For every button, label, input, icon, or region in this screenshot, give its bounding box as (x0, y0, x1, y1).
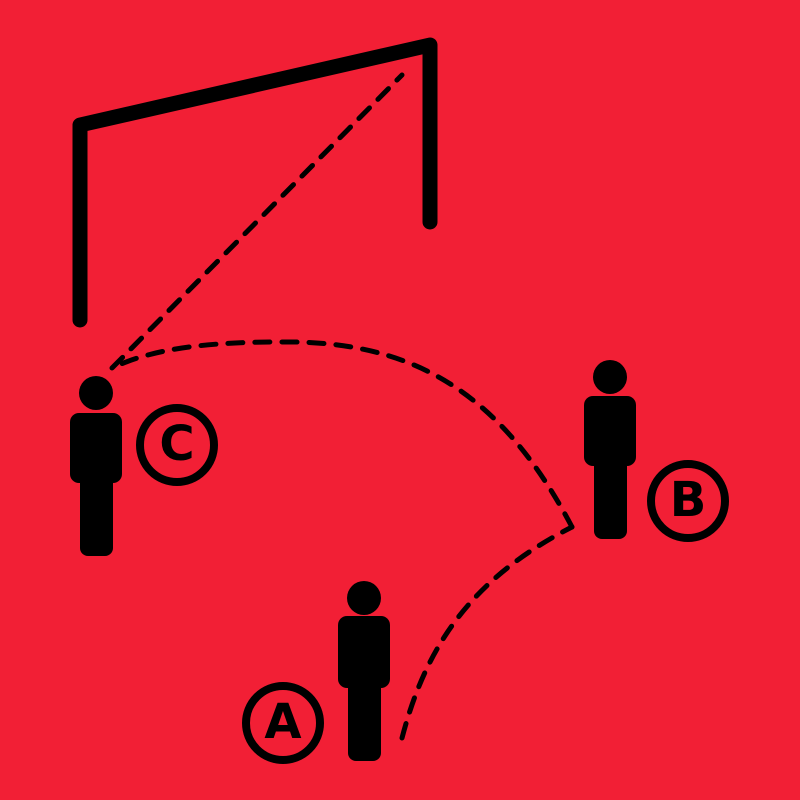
player-icon (584, 360, 636, 539)
goal-frame-icon (72, 37, 438, 328)
player-a: A (242, 581, 390, 764)
pass-a-to-b (399, 524, 575, 741)
player-b-badge: B (647, 460, 729, 542)
shot-c-to-goal (109, 72, 405, 371)
player-icon (70, 376, 122, 556)
player-a-badge: A (242, 682, 324, 764)
player-b: B (584, 360, 729, 542)
player-b-label: B (670, 472, 707, 528)
player-c-label: C (159, 416, 194, 472)
player-a-label: A (264, 694, 301, 750)
player-c-badge: C (136, 404, 218, 486)
pass-b-to-c (109, 339, 575, 530)
player-icon (338, 581, 390, 761)
player-c: C (70, 376, 218, 556)
